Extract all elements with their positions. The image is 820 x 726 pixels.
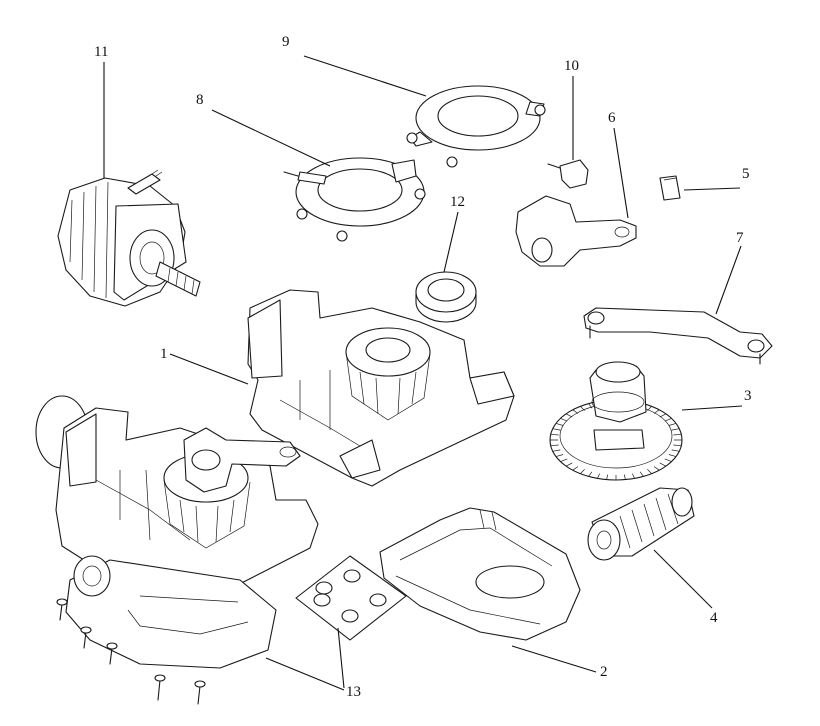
callout-10: 10: [564, 58, 579, 74]
callout-6: 6: [608, 110, 616, 126]
callout-11: 11: [94, 44, 108, 60]
callouts: 1 2 3 4 5 6 7 8 9 10 11 12 13: [94, 34, 752, 700]
part-8-ring-cable: [211, 109, 426, 242]
callout-1: 1: [160, 346, 168, 362]
callout-12: 12: [450, 194, 465, 210]
part-5-block: [659, 175, 741, 201]
part-1-housing: [169, 289, 515, 487]
part-3-gear: [549, 361, 743, 481]
callout-9: 9: [282, 34, 290, 50]
part-11-motor: [57, 62, 201, 307]
part-10-sensor: [547, 76, 589, 189]
callout-4: 4: [710, 610, 718, 626]
callout-7: 7: [736, 230, 744, 246]
assembled-unit: [35, 395, 319, 705]
part-12-bearing: [415, 211, 477, 323]
part-9-ring: [303, 55, 546, 168]
callout-8: 8: [196, 92, 204, 108]
callout-3: 3: [744, 388, 752, 404]
part-7-arm: [583, 245, 773, 365]
part-4-worm: [587, 487, 713, 609]
callout-5: 5: [742, 166, 750, 182]
part-2-cover: [379, 507, 597, 673]
part-6-lever: [515, 127, 637, 267]
callout-2: 2: [600, 664, 608, 680]
callout-13: 13: [346, 684, 361, 700]
part-13-fasteners: [265, 555, 407, 691]
